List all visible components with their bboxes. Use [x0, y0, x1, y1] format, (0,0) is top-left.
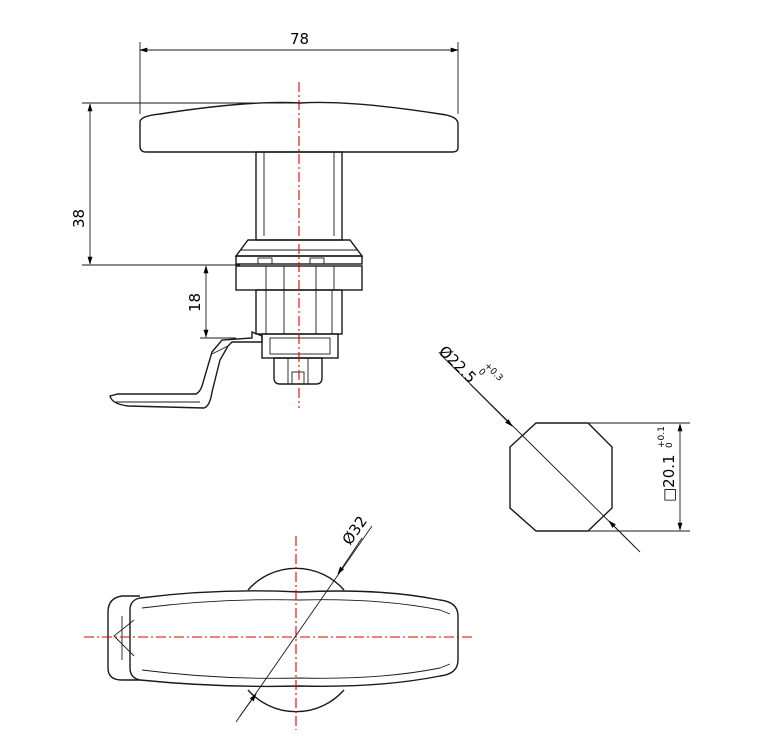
top-view: Ø32 [84, 513, 474, 730]
lever-end [107, 595, 140, 681]
dim-label-square-tol-lower: 0 [665, 442, 675, 448]
dim-handle-width: 78 [139, 30, 459, 114]
dim-cam-offset: 18 [186, 265, 236, 339]
cam-lever [109, 330, 263, 409]
cutout-outline [509, 422, 613, 532]
dim-handle-height: 38 [70, 102, 300, 266]
dim-label-diameter: Ø22.5 [435, 342, 480, 387]
dim-label-18: 18 [186, 293, 204, 312]
end-nut [273, 357, 323, 385]
side-view [109, 82, 459, 409]
dim-label-square: □20.1 [660, 454, 678, 502]
dim-label-square-tol-upper: +0.1 [657, 426, 667, 448]
dim-label-rose: Ø32 [339, 513, 371, 549]
dim-label-78: 78 [290, 30, 309, 48]
dim-label-diameter-tol-lower: 0 [476, 367, 487, 378]
panel-cutout-view: □20.1 +0.1 0 Ø22.5 +0.3 0 [435, 342, 690, 553]
handle-grip [139, 101, 459, 153]
handle-body [129, 590, 459, 688]
dim-label-38: 38 [70, 209, 88, 228]
